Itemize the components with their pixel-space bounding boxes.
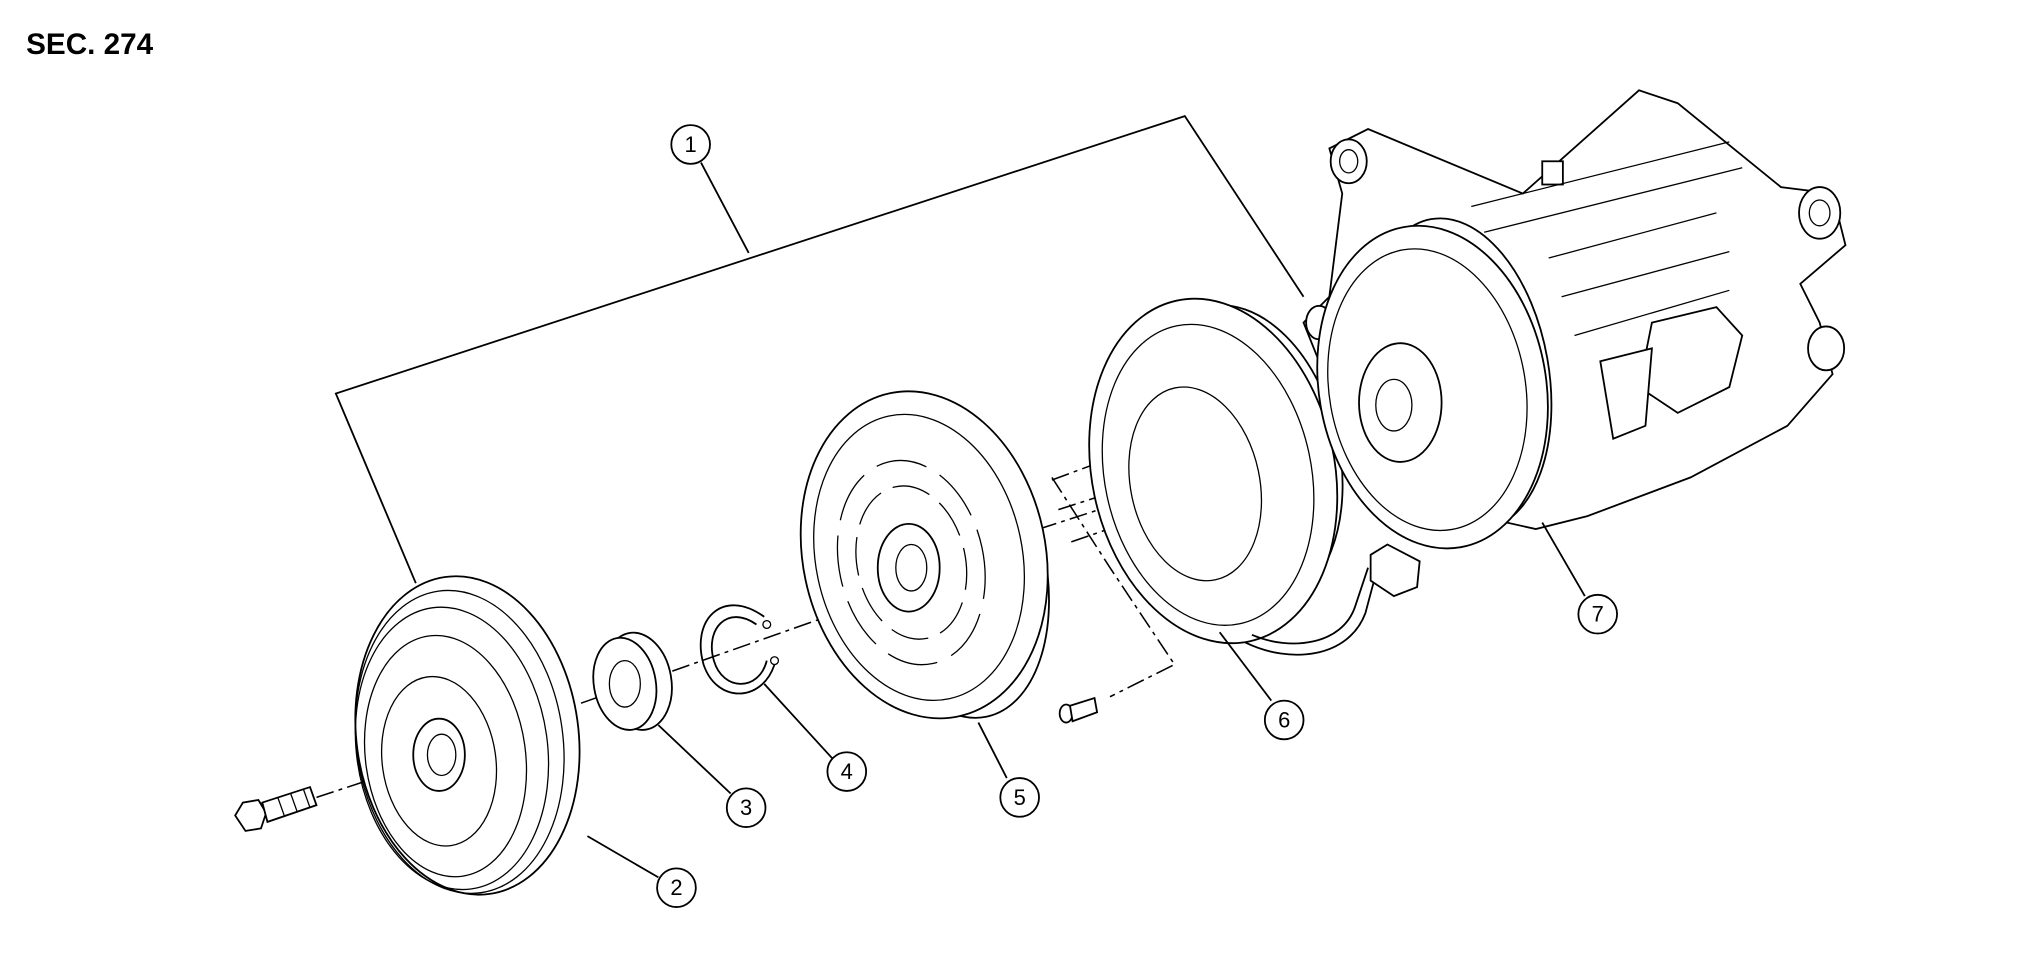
svg-text:2: 2	[670, 875, 682, 900]
callout-7: 7	[1577, 593, 1618, 635]
assembly-bracket	[334, 115, 1305, 584]
svg-text:1: 1	[685, 132, 697, 157]
svg-text:4: 4	[841, 759, 853, 784]
callout-5: 5	[999, 777, 1040, 818]
callout-6: 6	[1263, 699, 1305, 741]
svg-text:3: 3	[740, 795, 752, 820]
callout-4: 4	[826, 751, 868, 792]
svg-text:5: 5	[1014, 785, 1026, 810]
callout-1: 1	[670, 124, 711, 165]
svg-text:7: 7	[1592, 602, 1604, 627]
part-6-field-coil	[1088, 297, 1421, 656]
callout-3: 3	[725, 787, 767, 828]
callout-2: 2	[656, 867, 697, 908]
section-label: SEC. 274	[26, 28, 153, 61]
svg-text:6: 6	[1278, 707, 1290, 732]
part-5-pulley	[799, 390, 1050, 720]
callout-leaders	[586, 631, 1273, 879]
screw	[1058, 696, 1099, 724]
part-3-washer	[592, 631, 673, 731]
part-7-compressor	[1302, 89, 1847, 597]
part-4-snap-ring	[699, 604, 780, 695]
part-2-pulley	[354, 575, 581, 896]
bolt	[234, 785, 318, 832]
